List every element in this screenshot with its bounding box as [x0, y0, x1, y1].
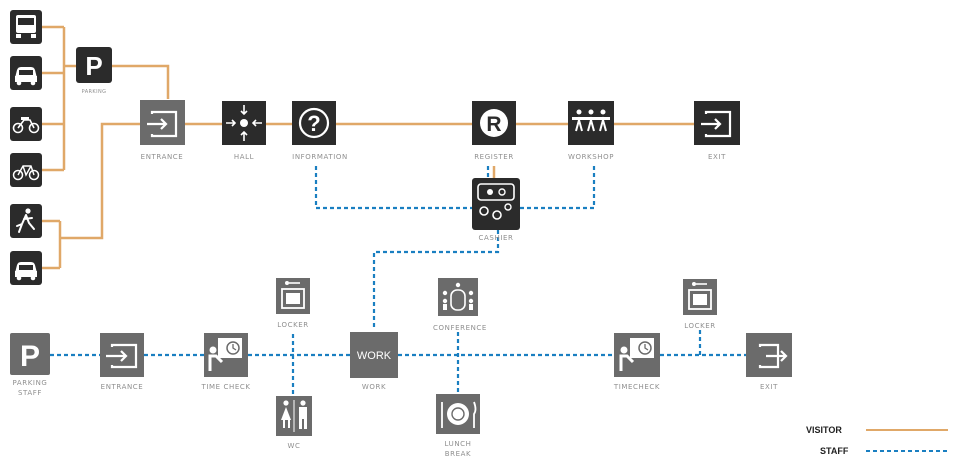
workshop-label: WORKSHOP — [568, 153, 614, 161]
staff-lines — [50, 166, 746, 396]
cashier-label: CASHIER — [479, 234, 514, 242]
hall-node: HALL — [222, 101, 266, 161]
lunch-label-2: BREAK — [445, 450, 471, 458]
visitor-flow: ENTRANCE HALL ? INFORMATION R REGISTER — [140, 100, 740, 161]
car-icon — [10, 251, 42, 285]
staff-parking-node: P PARKING STAFF — [10, 333, 50, 397]
cashier-node: CASHIER — [472, 178, 520, 242]
visitor-parking: P PARKING — [76, 47, 112, 95]
legend-visitor-label: VISITOR — [806, 425, 842, 435]
lunch-label-1: LUNCH — [444, 440, 471, 448]
staff-exit-node: EXIT — [746, 333, 792, 391]
parking-icon — [76, 47, 112, 83]
information-node: ? INFORMATION — [292, 101, 348, 161]
lunch-break-node: LUNCH BREAK — [436, 394, 480, 458]
staff-entrance-label: ENTRANCE — [101, 383, 144, 391]
wc-node: WC — [276, 396, 312, 450]
locker-1-node: LOCKER — [276, 278, 310, 329]
workshop-node: WORKSHOP — [568, 101, 614, 161]
locker-2-label: LOCKER — [684, 322, 716, 330]
staff-flow: P PARKING STAFF ENTRANCE TIME CHECK — [10, 278, 792, 458]
parking-symbol: P — [85, 51, 102, 81]
car-icon — [10, 56, 42, 90]
work-icon — [350, 332, 398, 378]
visitor-arrival-modes — [10, 10, 42, 285]
staff-parking-label-1: PARKING — [13, 379, 48, 387]
information-label: INFORMATION — [292, 153, 348, 161]
register-label: REGISTER — [474, 153, 514, 161]
locker-2-node: LOCKER — [683, 279, 717, 330]
hall-label: HALL — [234, 153, 254, 161]
pedestrian-icon — [10, 204, 42, 238]
conference-label: CONFERENCE — [433, 324, 487, 332]
locker-1-label: LOCKER — [277, 321, 309, 329]
cashier-icon — [472, 178, 520, 230]
timecheck-out-label: TIMECHECK — [613, 383, 660, 391]
entrance-label: ENTRANCE — [141, 153, 184, 161]
entrance-node: ENTRANCE — [140, 100, 185, 161]
timecheck-out-node: TIMECHECK — [613, 333, 660, 391]
conference-node: CONFERENCE — [433, 278, 487, 332]
work-symbol: WORK — [357, 350, 392, 362]
staff-exit-label: EXIT — [760, 383, 778, 391]
parking-icon — [10, 333, 50, 375]
exit-label: EXIT — [708, 153, 726, 161]
staff-entrance-node: ENTRANCE — [100, 333, 144, 391]
visitor-lines — [42, 25, 694, 270]
motorcycle-icon — [10, 107, 42, 141]
work-node: WORK WORK — [350, 332, 398, 391]
bus-icon — [10, 10, 42, 44]
parking-label: PARKING — [82, 89, 107, 95]
staff-parking-label-2: STAFF — [18, 389, 42, 397]
exit-node: EXIT — [694, 101, 740, 161]
wc-label: WC — [287, 442, 300, 450]
timecheck-in-label: TIME CHECK — [200, 383, 250, 391]
legend: VISITOR STAFF — [806, 425, 948, 456]
legend-staff-label: STAFF — [820, 446, 849, 456]
timecheck-in-node: TIME CHECK — [200, 333, 250, 391]
register-symbol: R — [486, 113, 501, 136]
bicycle-icon — [10, 153, 42, 187]
enter-icon — [140, 100, 185, 145]
staff-parking-symbol: P — [20, 340, 40, 373]
register-node: R REGISTER — [472, 101, 516, 161]
question-symbol: ? — [307, 111, 320, 136]
work-label: WORK — [362, 383, 386, 391]
